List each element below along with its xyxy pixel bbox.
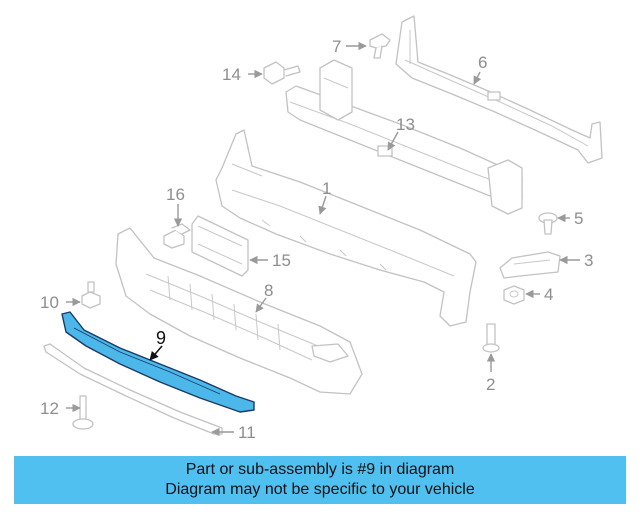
part-6-upper-bracket xyxy=(395,15,603,164)
part-8-lower-valance xyxy=(115,227,363,395)
callout-10: 10 xyxy=(40,293,59,312)
callout-12: 12 xyxy=(40,399,59,418)
part-7-bolt xyxy=(369,33,391,59)
callout-13: 13 xyxy=(396,115,415,134)
part-14-bolt xyxy=(263,61,301,85)
part-4-nut xyxy=(503,285,525,305)
callout-14: 14 xyxy=(222,65,241,84)
callout-7: 7 xyxy=(332,37,341,56)
callout-5: 5 xyxy=(574,209,583,228)
banner-line-2: Diagram may not be specific to your vehi… xyxy=(165,481,475,498)
part-10-pin xyxy=(81,281,101,309)
callout-6: 6 xyxy=(478,53,487,72)
info-banner: Part or sub-assembly is #9 in diagram Di… xyxy=(14,456,626,504)
part-12-pin xyxy=(72,395,94,430)
part-16-clip xyxy=(163,223,191,249)
banner-line-1: Part or sub-assembly is #9 in diagram xyxy=(185,461,455,478)
part-11-lower-strip xyxy=(43,343,223,435)
callout-1: 1 xyxy=(322,179,331,198)
callout-16: 16 xyxy=(166,185,185,204)
part-5-clip xyxy=(538,212,558,235)
callout-15: 15 xyxy=(272,251,291,270)
callout-8: 8 xyxy=(264,281,273,300)
part-2-pin xyxy=(482,323,500,353)
parts-diagram: 7 14 6 13 1 16 5 15 3 8 4 10 9 2 12 11 xyxy=(40,15,603,442)
callout-4: 4 xyxy=(544,285,553,304)
part-15-license-bracket xyxy=(191,215,249,277)
part-9-lower-trim xyxy=(61,311,255,413)
part-1-bumper-cover xyxy=(215,129,477,327)
callout-11: 11 xyxy=(238,423,256,442)
callout-9: 9 xyxy=(156,328,166,348)
callout-2: 2 xyxy=(486,375,495,394)
part-3-bracket xyxy=(499,251,561,279)
part-13-reinforcement-beam xyxy=(285,59,523,215)
leader-lines xyxy=(66,41,580,437)
callouts: 7 14 6 13 1 16 5 15 3 8 4 10 9 2 12 11 xyxy=(40,37,593,442)
callout-3: 3 xyxy=(584,251,593,270)
